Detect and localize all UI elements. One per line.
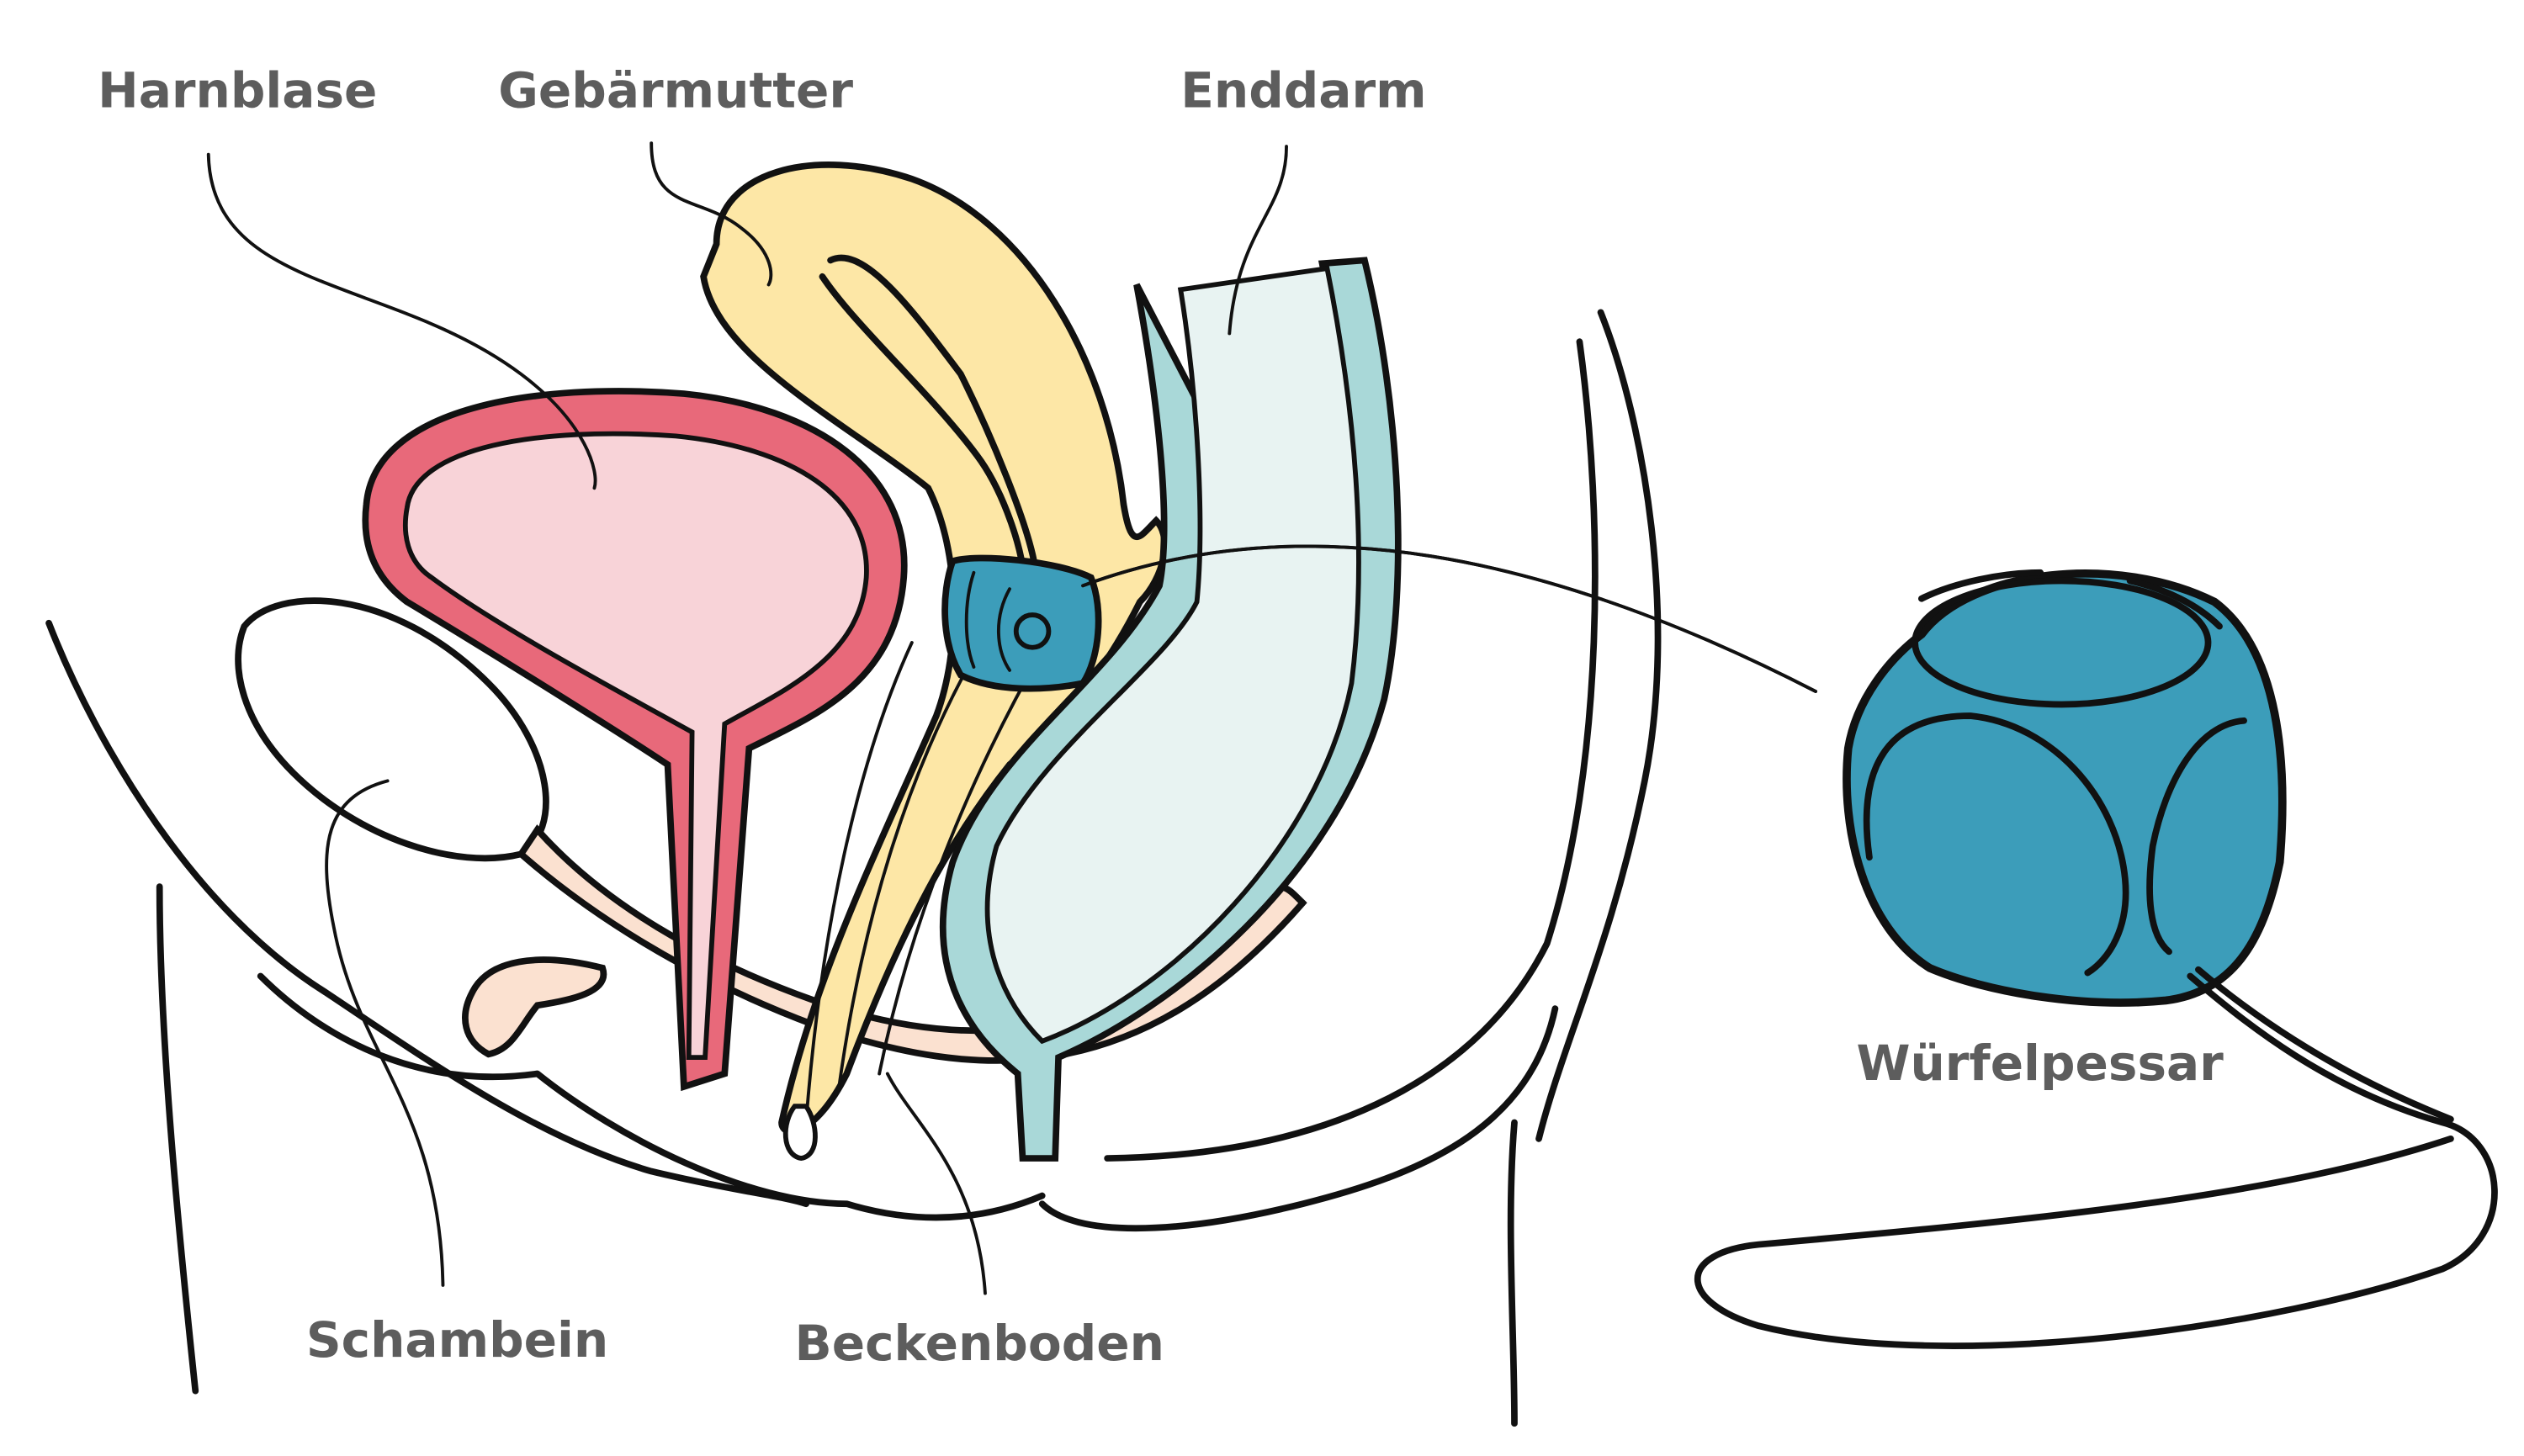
label-enddarm: Enddarm [1180,62,1426,119]
body-outline [45,309,1662,1427]
label-harnblase: Harnblase [98,62,377,119]
label-wuerfelpessar: Würfelpessar [1856,1035,2224,1092]
label-schambein: Schambein [306,1311,608,1369]
label-gebaermutter: Gebärmutter [498,62,853,119]
cube-pessary [1843,569,2287,1007]
pessary-string [1694,966,2498,1349]
rectum [939,257,1402,1162]
pessary-in-situ [941,554,1102,692]
bladder [362,388,908,1092]
label-beckenboden: Beckenboden [795,1315,1164,1372]
leader-lines [206,141,1817,1295]
uterus [700,161,1169,1162]
